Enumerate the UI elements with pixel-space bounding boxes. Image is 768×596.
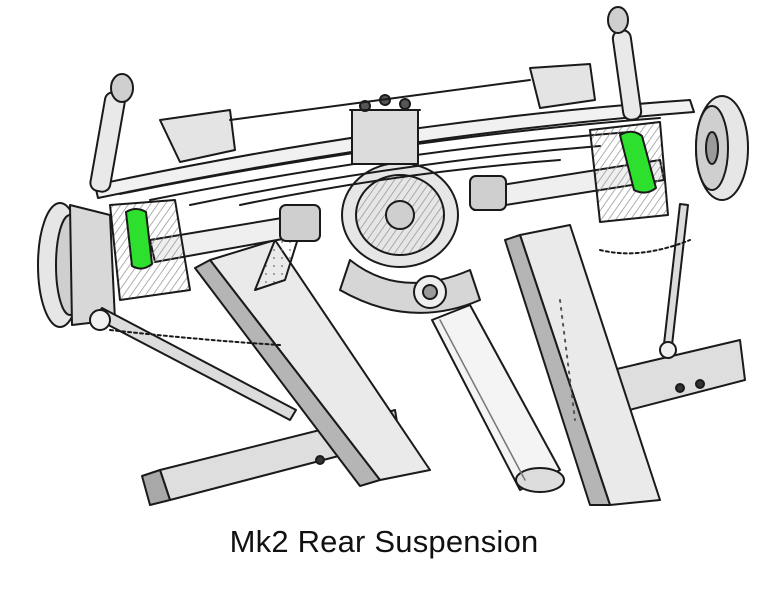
left-radius-rod [89, 307, 297, 421]
right-hub [695, 95, 749, 201]
right-damper [607, 6, 643, 121]
figure-caption: Mk2 Rear Suspension [229, 524, 539, 559]
differential [339, 162, 481, 314]
left-hub [37, 202, 116, 328]
transverse-leaf-spring [94, 94, 695, 206]
chassis-rails [194, 224, 661, 506]
left-damper [89, 73, 134, 193]
propshaft [431, 304, 565, 493]
right-spring-bushing [619, 130, 657, 194]
left-spring-bushing [125, 208, 153, 270]
rear-suspension-illustration [37, 6, 749, 506]
upper-frame-bracket [159, 63, 596, 163]
right-radius-rod [599, 203, 691, 359]
